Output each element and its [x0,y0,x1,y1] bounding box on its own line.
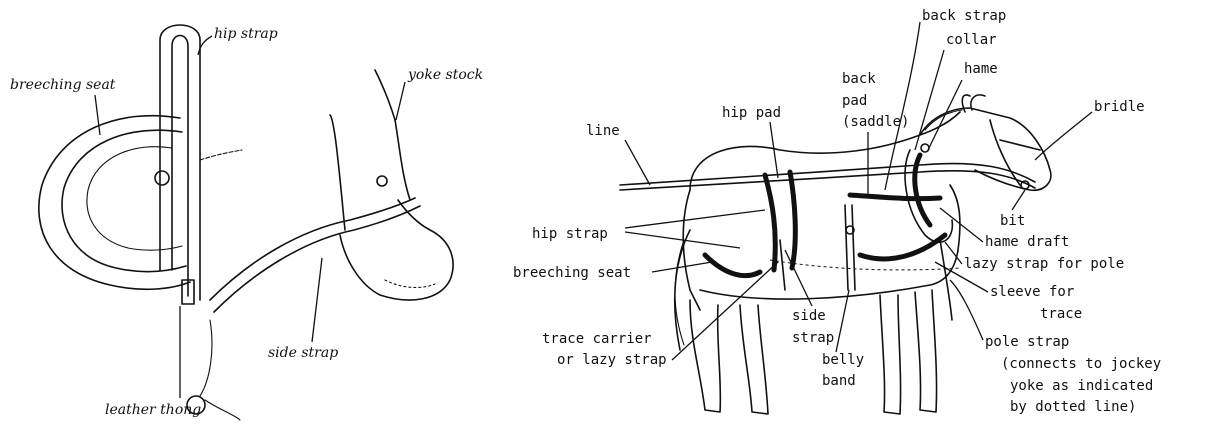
label-breeching-seat-right: breeching seat [513,265,631,281]
label-back-pad-3: (saddle) [842,114,909,130]
label-hip-pad: hip pad [722,105,781,121]
label-back-pad-2: pad [842,93,867,109]
label-collar: collar [946,32,997,48]
label-leather-thong: leather thong [105,402,201,418]
label-belly-band-1: belly [822,352,864,368]
label-lazy-strap-for-pole: lazy strap for pole [964,256,1124,272]
label-back-strap: back strap [922,8,1006,24]
label-breeching-seat-left: breeching seat [10,77,116,93]
label-side-strap-right-1: side [792,308,826,324]
label-bridle: bridle [1094,99,1145,115]
label-trace-carrier-2: or lazy strap [557,352,667,368]
label-back-pad-1: back [842,71,876,87]
label-hip-strap-right: hip strap [532,226,608,242]
label-line: line [586,123,620,139]
label-side-strap-left: side strap [268,345,338,361]
label-hip-strap-left: hip strap [214,26,278,42]
label-pole-strap-1: pole strap [985,334,1069,350]
label-hame: hame [964,61,998,77]
label-belly-band-2: band [822,373,856,389]
label-side-strap-right-2: strap [792,330,834,346]
label-pole-strap-3: yoke as indicated [1010,378,1153,394]
label-pole-strap-4: by dotted line) [1010,399,1136,415]
label-yoke-stock: yoke stock [407,67,483,83]
label-trace-carrier-1: trace carrier [542,331,652,347]
label-sleeve-for-trace-2: trace [1040,306,1082,322]
label-pole-strap-2: (connects to jockey [1001,356,1161,372]
label-sleeve-for-trace-1: sleeve for [990,284,1074,300]
label-hame-draft: hame draft [985,234,1069,250]
label-bit: bit [1000,213,1025,229]
